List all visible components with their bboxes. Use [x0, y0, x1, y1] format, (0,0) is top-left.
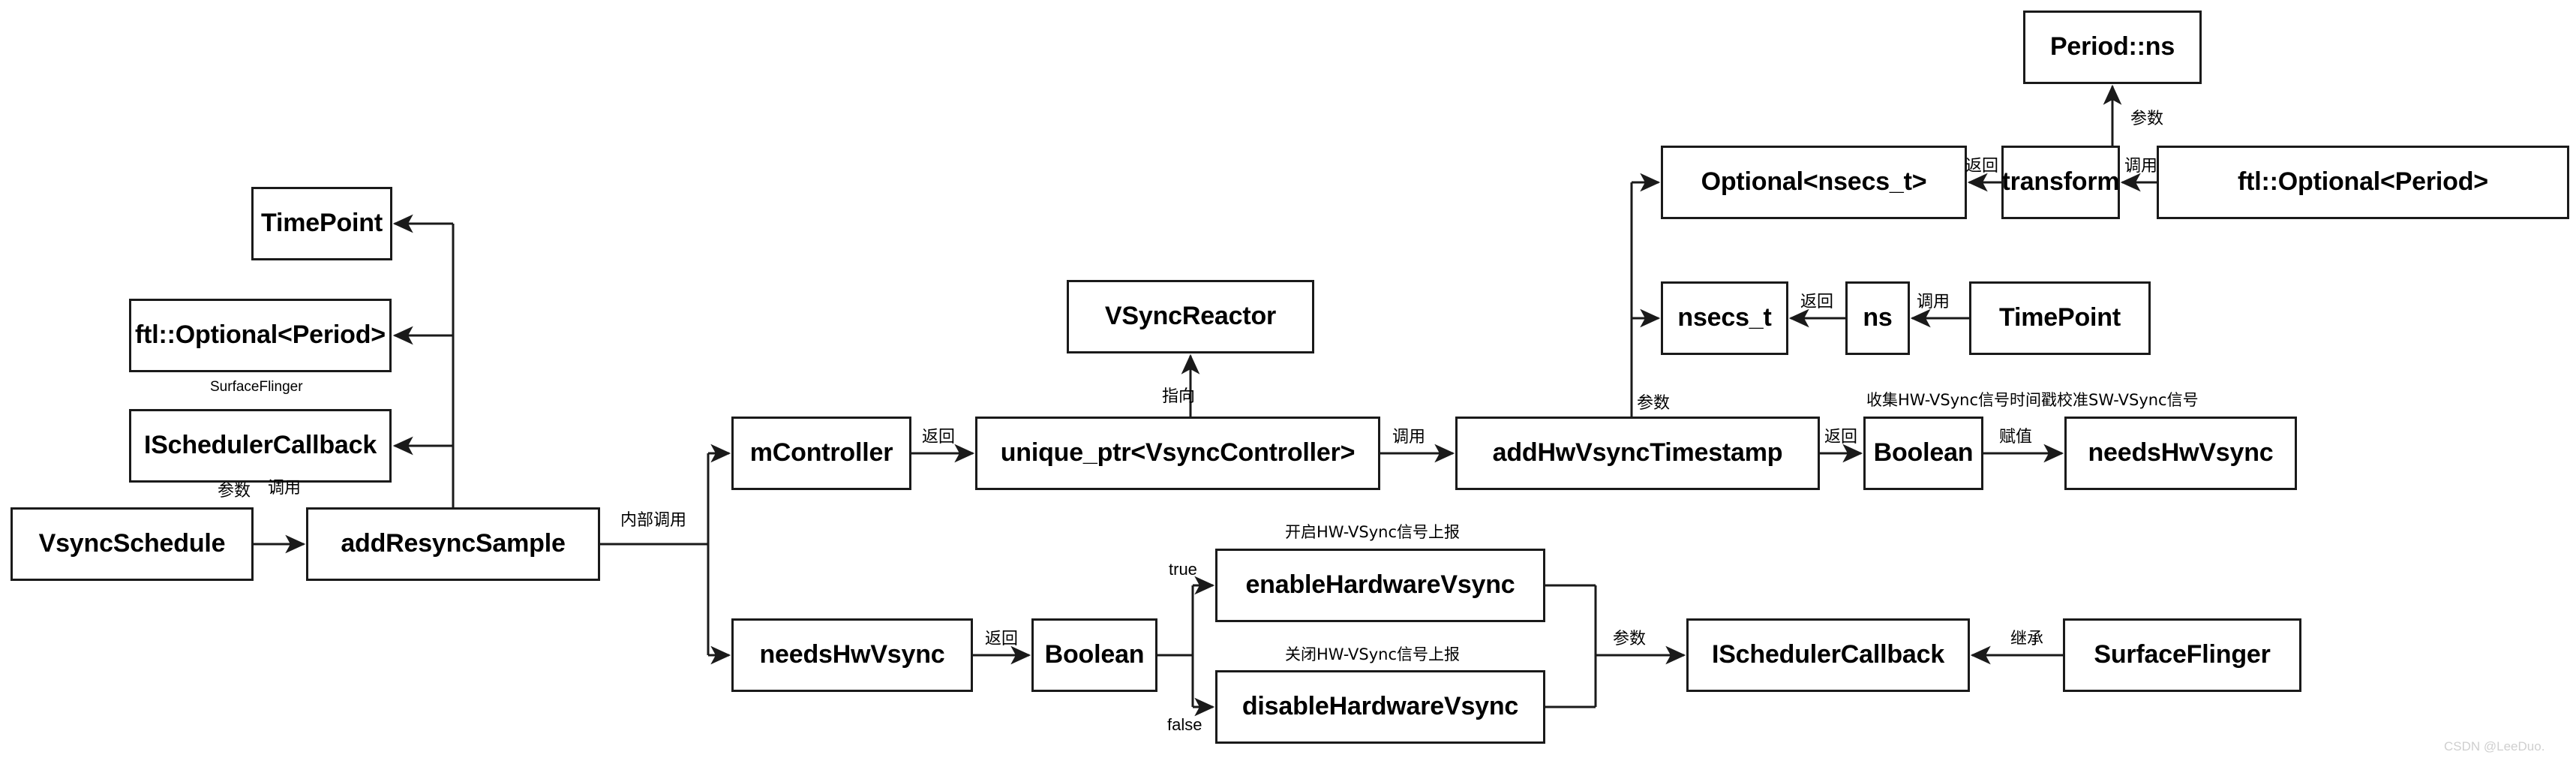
edge-label-fanhui-needshwvsync: 返回 — [985, 630, 1019, 648]
node-optional-nsecs-t[interactable]: Optional<nsecs_t> — [1661, 146, 1967, 219]
note-enable-hw-vsync: 开启HW-VSync信号上报 — [1285, 523, 1461, 541]
node-period-ns[interactable]: Period::ns — [2023, 11, 2202, 84]
edge-label-canshu-addhw: 参数 — [1637, 394, 1671, 413]
watermark: CSDN @LeeDuo. — [2444, 739, 2545, 753]
edge-label-fanhui-mcontroller: 返回 — [922, 428, 956, 447]
node-add-resync-sample[interactable]: addResyncSample — [306, 507, 600, 581]
node-boolean-top[interactable]: Boolean — [1863, 417, 1983, 490]
edge-label-false: false — [1167, 715, 1202, 734]
edge-label-canshu-left: 参数 — [218, 482, 251, 501]
edge-label-fanhui-ns: 返回 — [1800, 293, 1834, 311]
node-ischeduler-callback-left[interactable]: ISchedulerCallback — [129, 409, 392, 483]
edge-label-fuzhi: 赋值 — [1999, 428, 2033, 447]
node-ns[interactable]: ns — [1845, 281, 1910, 355]
node-surface-flinger-right[interactable]: SurfaceFlinger — [2063, 618, 2301, 692]
node-boolean-bottom[interactable]: Boolean — [1031, 618, 1157, 692]
node-vsync-reactor[interactable]: VSyncReactor — [1067, 280, 1314, 353]
node-disable-hardware-vsync[interactable]: disableHardwareVsync — [1215, 670, 1545, 744]
node-ischeduler-callback-right[interactable]: ISchedulerCallback — [1686, 618, 1970, 692]
edge-label-fanhui-addhw: 返回 — [1824, 428, 1858, 447]
node-needs-hw-vsync-top[interactable]: needsHwVsync — [2064, 417, 2297, 490]
edge-label-fanhui-transform: 返回 — [1965, 157, 1999, 176]
edge-label-surfaceflinger-left: SurfaceFlinger — [210, 379, 303, 395]
node-transform[interactable]: transform — [2001, 146, 2120, 219]
edge-label-canshu-ischeduler: 参数 — [1613, 630, 1647, 648]
node-mcontroller[interactable]: mController — [731, 417, 911, 490]
note-disable-hw-vsync: 关闭HW-VSync信号上报 — [1285, 645, 1461, 663]
node-nsecs-t[interactable]: nsecs_t — [1661, 281, 1788, 355]
node-vsync-schedule[interactable]: VsyncSchedule — [11, 507, 254, 581]
node-add-hw-vsync-timestamp[interactable]: addHwVsyncTimestamp — [1455, 417, 1820, 490]
node-timepoint-right[interactable]: TimePoint — [1969, 281, 2151, 355]
node-enable-hardware-vsync[interactable]: enableHardwareVsync — [1215, 549, 1545, 622]
node-needs-hw-vsync-bottom[interactable]: needsHwVsync — [731, 618, 973, 692]
edge-label-true: true — [1169, 560, 1197, 579]
edge-label-diaoyong-vsyncschedule: 调用 — [268, 479, 302, 498]
edge-label-jicheng: 继承 — [2010, 630, 2044, 648]
edge-label-zhixiang: 指向 — [1162, 387, 1196, 406]
edge-label-neibu-diaoyong: 内部调用 — [620, 511, 687, 530]
node-timepoint-left[interactable]: TimePoint — [251, 187, 392, 260]
edge-label-diaoyong-transform: 调用 — [2124, 157, 2158, 176]
edge-label-canshu-periodns: 参数 — [2130, 110, 2164, 128]
node-ftl-optional-period-left[interactable]: ftl::Optional<Period> — [129, 299, 392, 372]
edge-label-diaoyong-ns: 调用 — [1917, 293, 1950, 311]
node-unique-ptr-vsync-controller[interactable]: unique_ptr<VsyncController> — [975, 417, 1380, 490]
edge-label-diaoyong-uniqueptr: 调用 — [1392, 428, 1426, 447]
node-ftl-optional-period-right[interactable]: ftl::Optional<Period> — [2157, 146, 2569, 219]
note-collect-hw-vsync: 收集HW-VSync信号时间戳校准SW-VSync信号 — [1866, 391, 2199, 409]
